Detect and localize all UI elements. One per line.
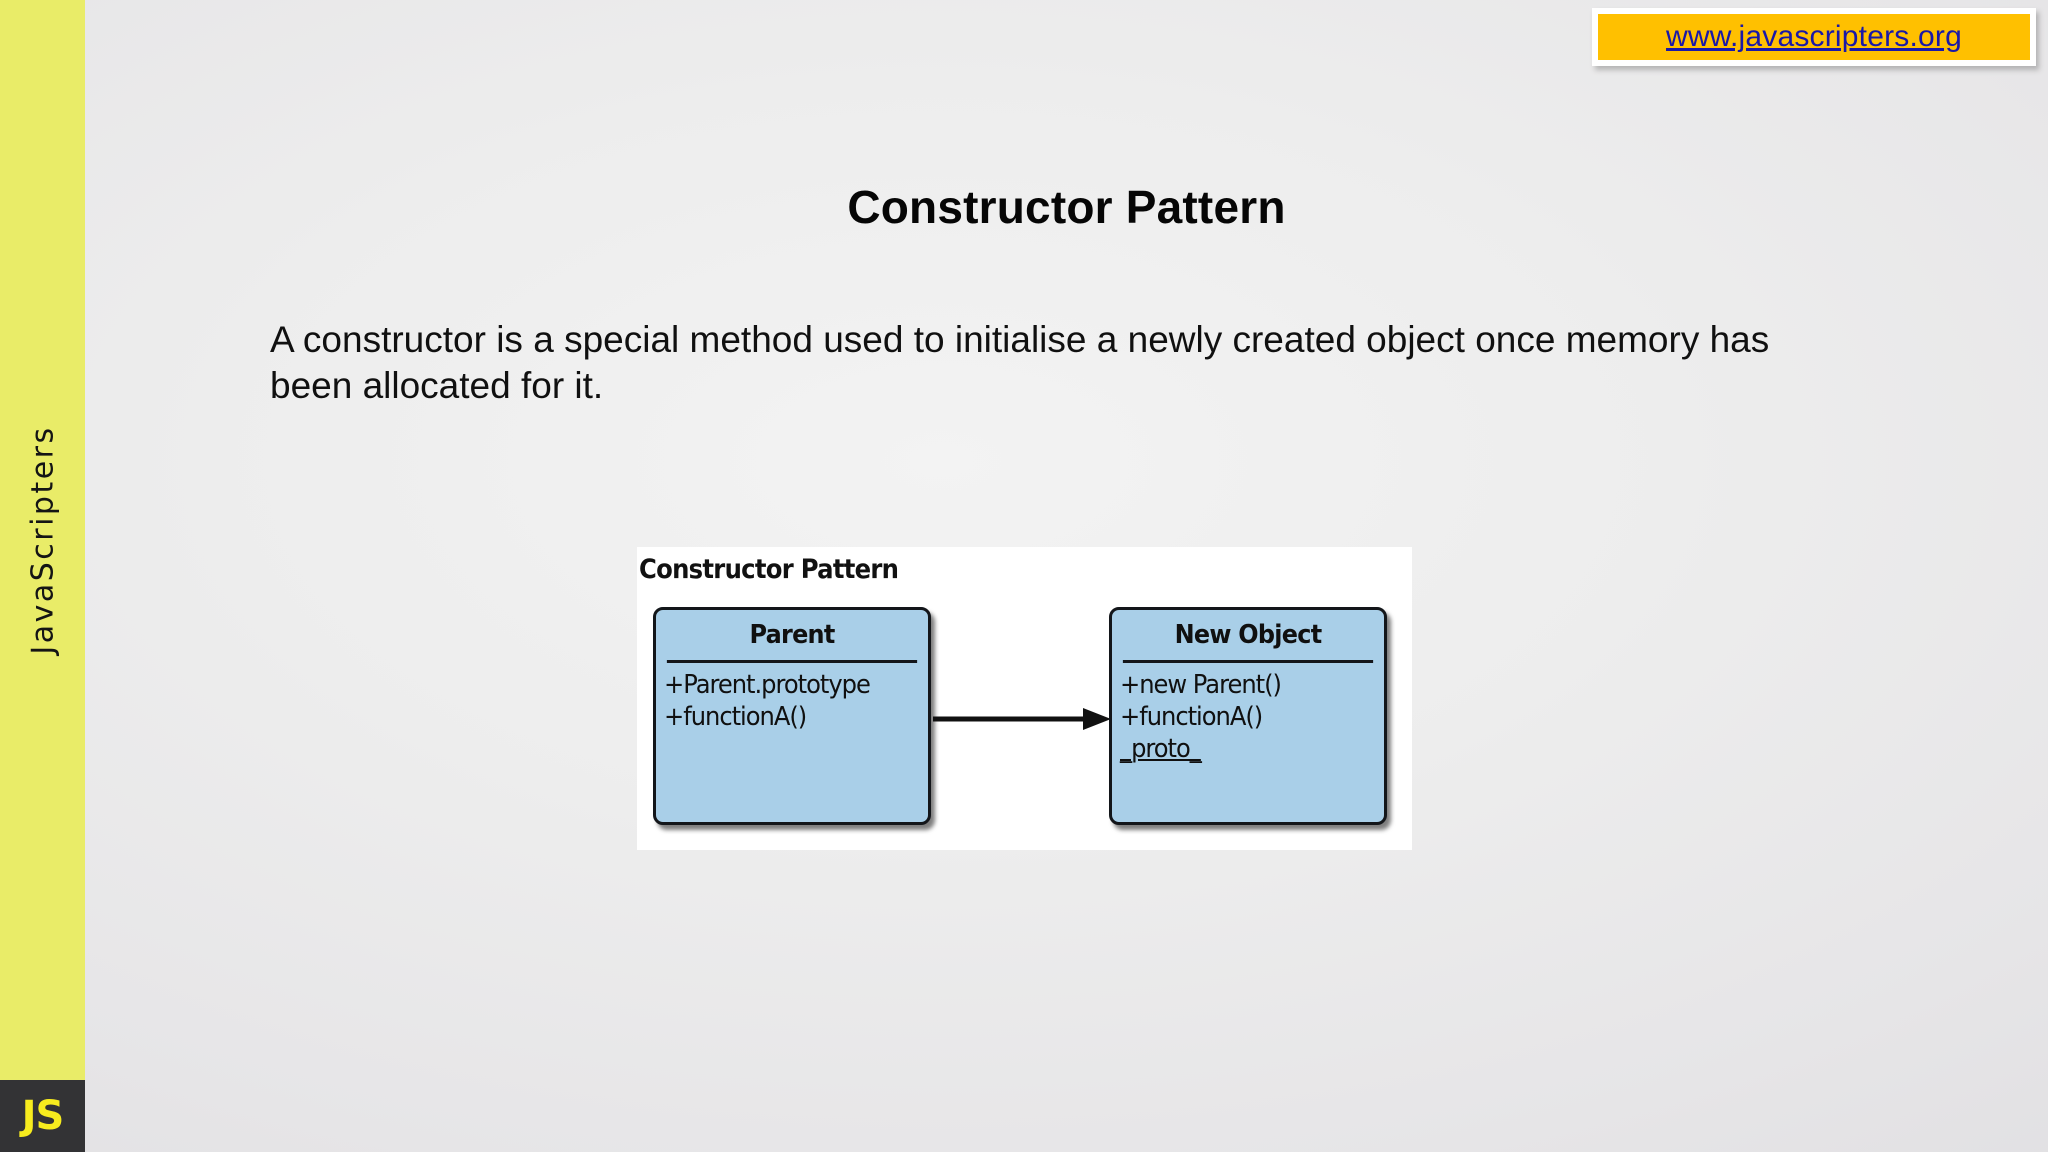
uml-class-name-new-object: New Object [1122,610,1374,663]
uml-member-list-new-object: +new Parent() +functionA() _proto_ [1112,663,1384,765]
js-logo: JS [0,1080,85,1152]
uml-member: +functionA() [664,702,807,732]
uml-member: +functionA() [1120,702,1263,732]
js-logo-text: JS [21,1093,65,1139]
brand-text: JavaScripters [25,425,60,655]
uml-member: +new Parent() [1120,670,1282,700]
uml-diagram-panel: Constructor Pattern Parent +Parent.proto… [637,547,1412,850]
website-banner-inner: www.javascripters.org [1598,14,2030,60]
uml-association-arrow-icon [933,708,1111,730]
uml-member: +Parent.prototype [664,670,871,700]
uml-member-proto: _proto_ [1120,734,1202,764]
uml-member-list-parent: +Parent.prototype +functionA() [656,663,928,733]
uml-class-box-new-object: New Object +new Parent() +functionA() _p… [1109,607,1387,825]
left-sidebar: JavaScripters [0,0,85,1080]
page-title: Constructor Pattern [847,181,1286,233]
body-paragraph: A constructor is a special method used t… [270,319,1770,406]
uml-class-name-parent: Parent [666,610,918,663]
website-banner[interactable]: www.javascripters.org [1592,8,2036,66]
brand-vertical-label: JavaScripters [0,0,85,1080]
diagram-title: Constructor Pattern [639,554,899,585]
website-link[interactable]: www.javascripters.org [1666,20,1962,53]
uml-class-box-parent: Parent +Parent.prototype +functionA() [653,607,931,825]
